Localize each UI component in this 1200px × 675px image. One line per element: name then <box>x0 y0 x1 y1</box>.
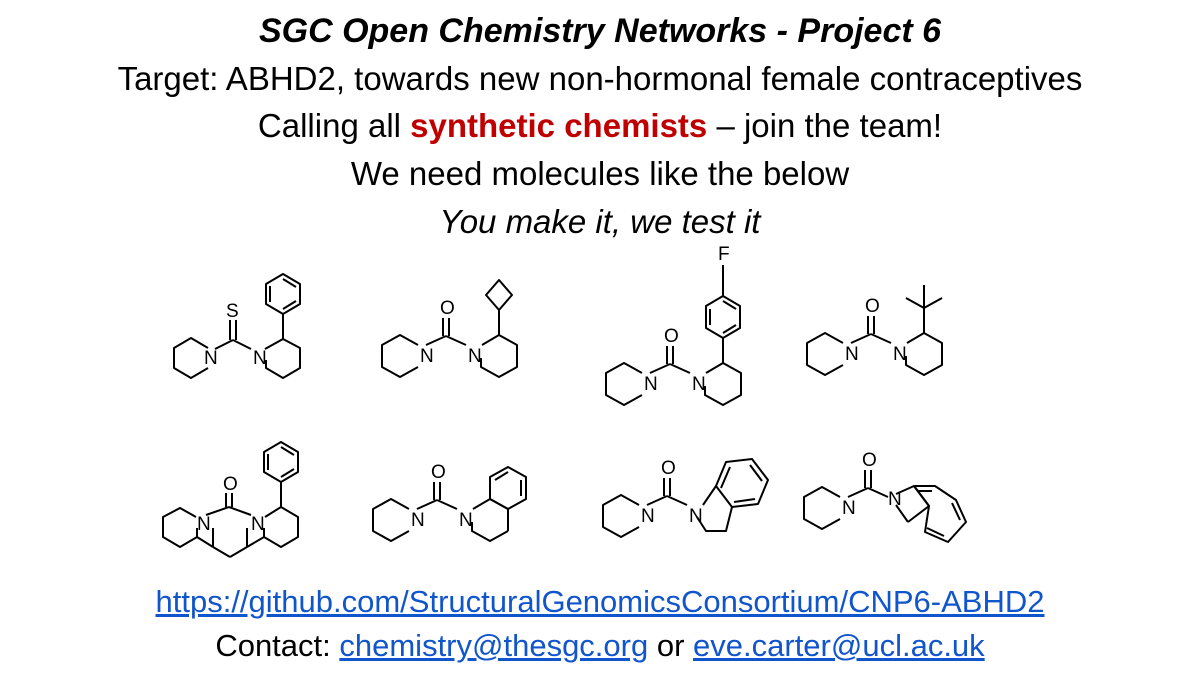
email-link-sgc[interactable]: chemistry@thesgc.org <box>339 628 649 663</box>
atom-label-oxygen: O <box>223 474 238 495</box>
call-prefix: Calling all <box>257 107 411 144</box>
molecule-tetrahydroquinoline-urea: O N N <box>372 462 527 542</box>
contact-label: Contact: <box>215 628 340 663</box>
atom-label-oxygen: O <box>440 298 455 319</box>
atom-label-sulfur: S <box>226 301 239 322</box>
atom-label-nitrogen: N <box>644 374 658 395</box>
github-link-line: https://github.com/StructuralGenomicsCon… <box>0 584 1200 620</box>
atom-label-nitrogen: N <box>204 348 218 369</box>
atom-label-oxygen: O <box>865 296 880 317</box>
molecule-structures: S N N O N N F O N N <box>162 244 967 558</box>
atom-label-nitrogen: N <box>468 346 482 367</box>
target-line: Target: ABHD2, towards new non-hormonal … <box>117 60 1083 97</box>
atom-label-nitrogen: N <box>888 489 902 510</box>
atom-label-oxygen: O <box>664 326 679 347</box>
atom-label-nitrogen: N <box>459 510 473 531</box>
molecule-isoindoline-urea: O N N <box>803 450 967 543</box>
atom-label-nitrogen: N <box>845 344 859 365</box>
atom-label-nitrogen: N <box>253 348 267 369</box>
atom-label-fluorine: F <box>718 244 730 265</box>
molecule-fluorophenyl-urea: F O N N <box>605 244 742 406</box>
molecules-line: We need molecules like the below <box>350 155 850 192</box>
atom-label-nitrogen: N <box>842 498 856 519</box>
atom-label-oxygen: O <box>661 458 676 479</box>
atom-label-nitrogen: N <box>420 346 434 367</box>
atom-label-nitrogen: N <box>411 510 425 531</box>
call-line: Calling all synthetic chemists – join th… <box>0 107 1200 145</box>
molecule-cyclobutyl-urea: O N N <box>381 279 518 378</box>
atom-label-nitrogen: N <box>251 514 265 535</box>
github-link[interactable]: https://github.com/StructuralGenomicsCon… <box>155 584 1045 619</box>
slide-title: SGC Open Chemistry Networks - Project 6 <box>258 12 942 50</box>
atom-label-nitrogen: N <box>197 514 211 535</box>
atom-label-nitrogen: N <box>893 344 907 365</box>
atom-label-oxygen: O <box>862 450 877 471</box>
call-suffix: – join the team! <box>707 107 943 144</box>
contact-line: Contact: chemistry@thesgc.org or eve.car… <box>0 628 1200 664</box>
atom-label-nitrogen: N <box>641 506 655 527</box>
molecule-tricyclic-phenyl-urea: O N N <box>162 441 299 558</box>
tagline: You make it, we test it <box>439 203 761 240</box>
molecule-thiourea-phenylpiperidine: S N N <box>173 273 301 379</box>
call-highlight: synthetic chemists <box>410 107 708 144</box>
atom-label-oxygen: O <box>431 462 446 483</box>
atom-label-nitrogen: N <box>689 506 703 527</box>
email-link-ucl[interactable]: eve.carter@ucl.ac.uk <box>693 628 985 663</box>
contact-connector: or <box>648 628 694 663</box>
molecule-indoline-urea: O N N <box>602 458 769 538</box>
atom-label-nitrogen: N <box>692 374 706 395</box>
molecule-tertbutyl-urea: O N N <box>806 285 943 376</box>
